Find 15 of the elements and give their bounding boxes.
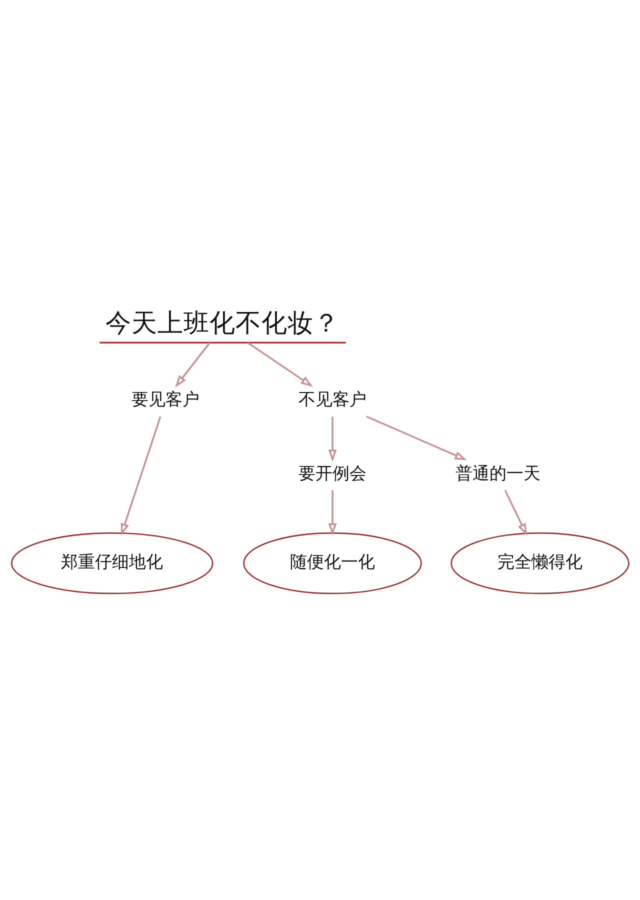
node-text: 要见客户 [131, 390, 200, 410]
arrow [120, 416, 162, 535]
node-ellipse: 郑重仔细地化 [10, 532, 214, 594]
arrow [328, 490, 337, 535]
node-text: 要开例会 [298, 463, 366, 484]
node-text: 不见客户 [298, 390, 366, 410]
node-ellipse: 随便化一化 [243, 532, 422, 594]
node-text: 普通的一天 [455, 463, 540, 484]
node-text: 今天上班化不化妆？ [106, 308, 340, 338]
arrow [328, 416, 337, 462]
arrow [504, 489, 527, 535]
arrow [366, 415, 467, 460]
arrow [247, 341, 313, 386]
node-ellipse: 完全懒得化 [450, 532, 630, 594]
arrow [175, 342, 210, 387]
